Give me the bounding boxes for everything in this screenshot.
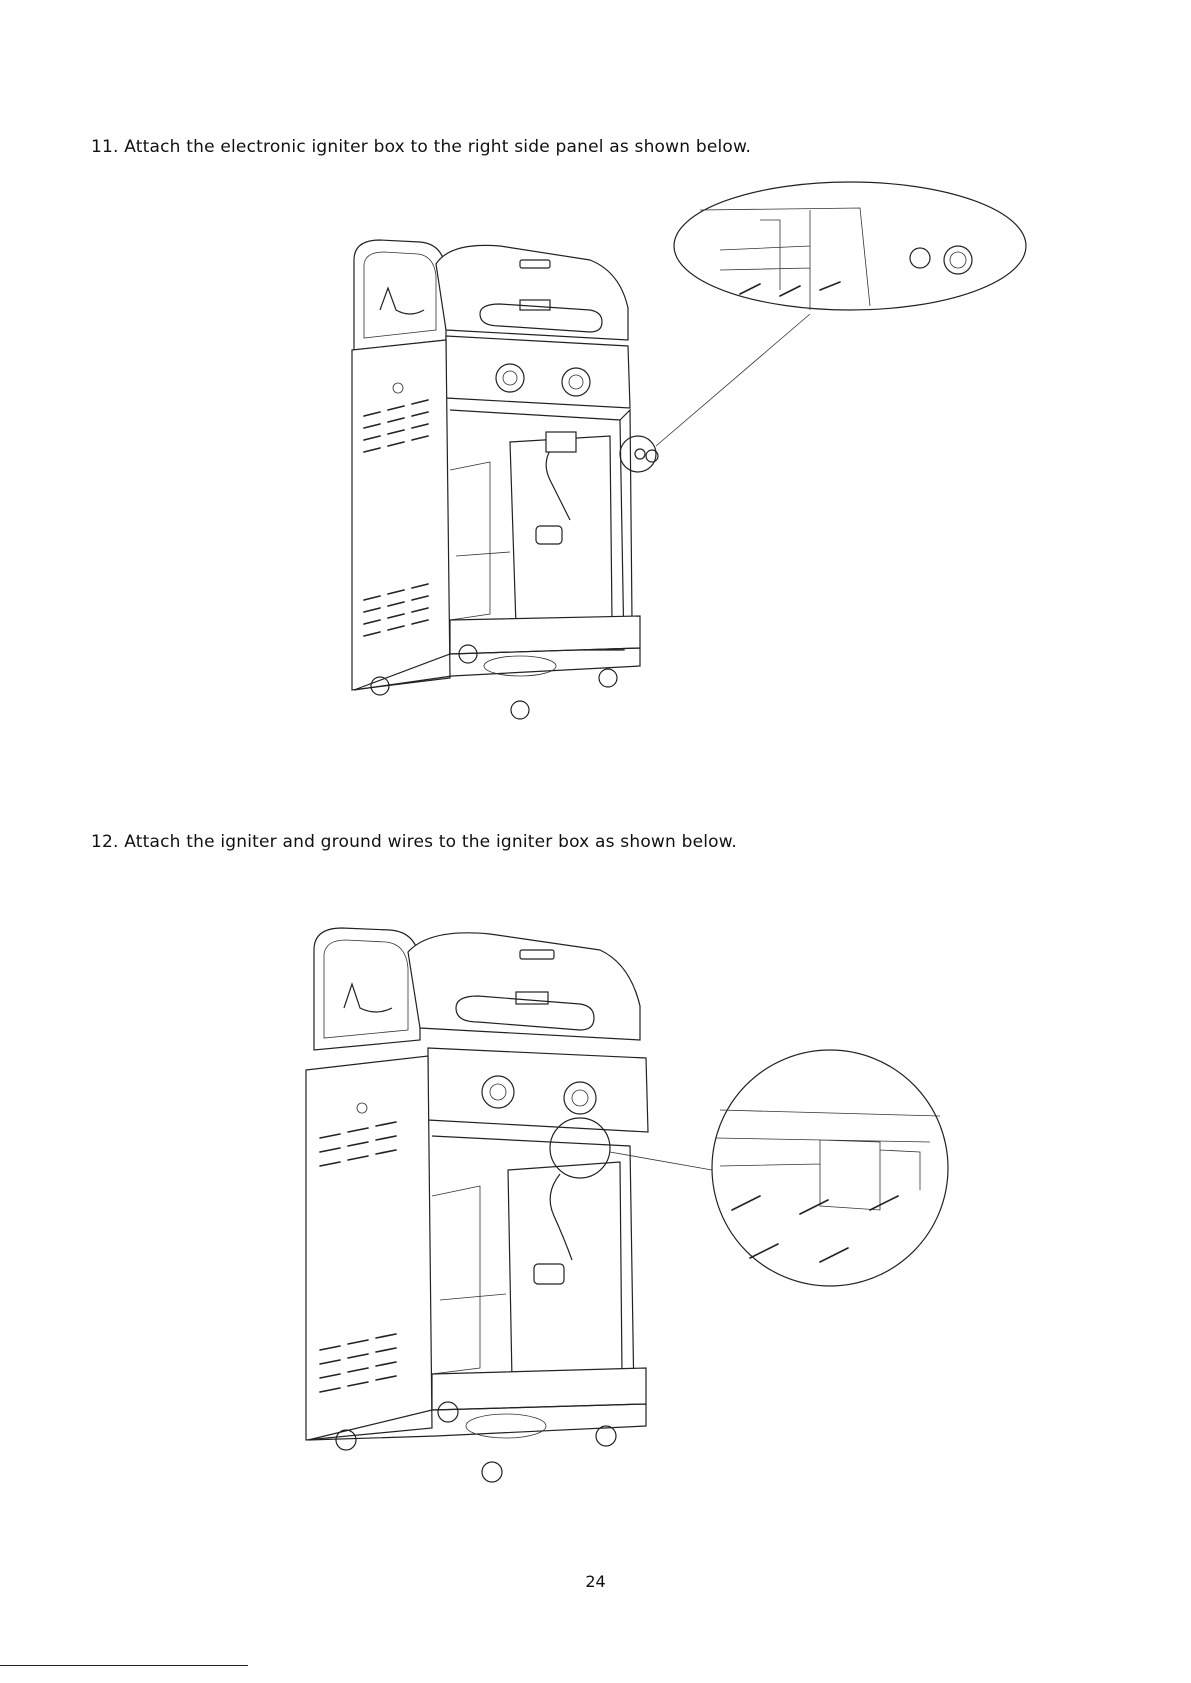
callout-magnifier-1 xyxy=(674,182,1026,310)
grill-illustration-2 xyxy=(280,880,1040,1520)
step-11-instruction: 11. Attach the electronic igniter box to… xyxy=(91,137,751,157)
page-number: 24 xyxy=(0,1572,1191,1591)
step-12-instruction: 12. Attach the igniter and ground wires … xyxy=(91,832,737,852)
igniter-wires-assembly-figure xyxy=(280,880,1040,1520)
grill-illustration-1 xyxy=(340,180,1120,780)
igniter-box-assembly-figure xyxy=(340,180,1120,780)
callout-magnifier-2 xyxy=(712,1050,948,1286)
footer-rule xyxy=(0,1665,248,1666)
